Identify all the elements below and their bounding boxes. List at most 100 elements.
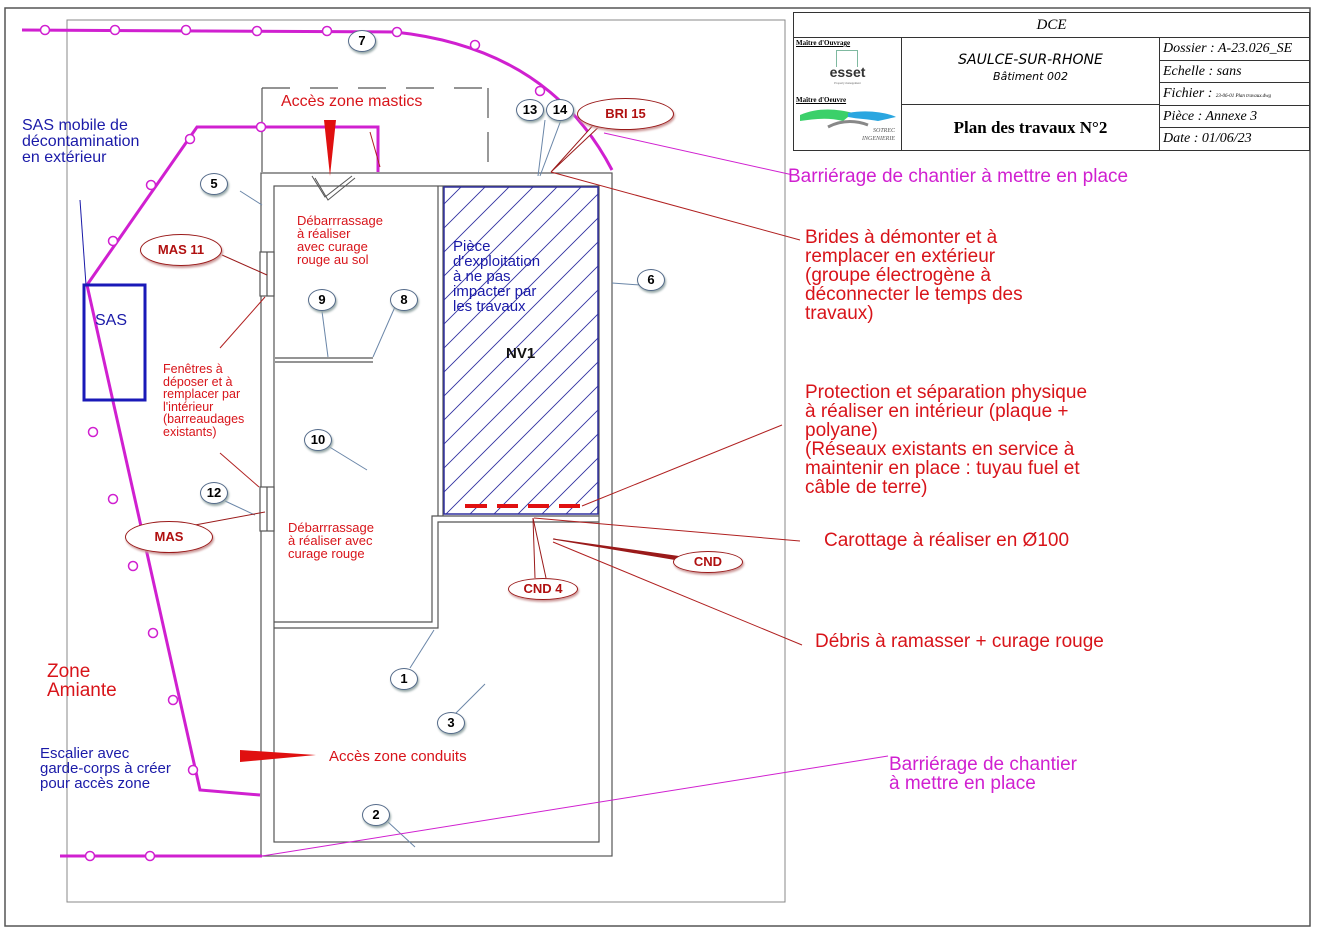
sotrec-logo-icon	[800, 109, 896, 129]
esset-tagline: Property management	[834, 81, 861, 85]
hatch-line	[517, 433, 598, 514]
barrier-post	[187, 764, 199, 776]
debarras-label-2: Débarrrassage à réaliser avec curage rou…	[288, 520, 374, 561]
maitre-oeuvre-label: Maître d'Oeuvre	[796, 96, 847, 104]
fenetres-label: Fenêtres à déposer et à remplacer par l'…	[163, 362, 245, 439]
hatch-line	[444, 337, 598, 493]
barrier-post	[391, 26, 403, 38]
project-block: SAULCE-SUR-RHONE Bâtiment 002	[902, 38, 1159, 105]
sample-marker-cnd[interactable]: CND	[673, 551, 743, 573]
photo-marker-12[interactable]: 12	[200, 482, 228, 504]
brides-label: Brides à démonter et à remplacer en exté…	[805, 227, 1023, 324]
barrier-post	[107, 493, 119, 505]
hatch-line	[493, 409, 598, 514]
barrier-post	[84, 850, 96, 862]
hatch-line	[444, 187, 534, 277]
echelle-field: Echelle : sans	[1160, 61, 1309, 84]
piece-field: Pièce : Annexe 3	[1160, 106, 1309, 129]
nv1-label: NV1	[506, 345, 536, 362]
leader-lines	[79, 119, 889, 857]
door-symbol	[311, 175, 356, 201]
piece-exploitation-label: Pièce d'exploitation à ne pas impacter p…	[453, 238, 541, 315]
sotrec-line2: INGENIERIE	[862, 136, 895, 142]
carottage-label: Carottage à réaliser en Ø100	[824, 530, 1070, 551]
barrierage-label-top: Barriérage de chantier à mettre en place	[788, 166, 1129, 187]
sotrec-line1: SOTREC	[872, 128, 895, 134]
barrier-post	[107, 235, 119, 247]
barrier-post	[39, 24, 51, 36]
barrier-post	[167, 694, 179, 706]
photo-marker-9[interactable]: 9	[308, 289, 336, 311]
barrier-post	[321, 25, 333, 37]
sheet-frame	[4, 7, 1311, 927]
hatch-line	[444, 187, 510, 253]
barrier-post	[145, 179, 157, 191]
hatched-room-border	[443, 186, 599, 515]
debris-label: Débris à ramasser + curage rouge	[815, 631, 1104, 652]
barrier-post	[127, 560, 139, 572]
protection-label: Protection et séparation physique à réal…	[805, 382, 1088, 498]
hatch-line	[444, 289, 598, 445]
photo-marker-2[interactable]: 2	[362, 804, 390, 826]
access-arrow-mastics	[324, 120, 336, 176]
barrier-post	[251, 25, 263, 37]
barrier-post	[87, 426, 99, 438]
hatch-line	[444, 241, 598, 397]
barrier-post	[147, 627, 159, 639]
debarras-label-1: Débarrrassage à réaliser avec curage rou…	[297, 213, 383, 267]
title-block: DCE Maître d'Ouvrage esset Property mana…	[793, 12, 1310, 151]
sample-marker-mas11[interactable]: MAS 11	[140, 234, 222, 266]
photo-marker-3[interactable]: 3	[437, 712, 465, 734]
fichier-label: Fichier :	[1163, 86, 1216, 102]
site-name: SAULCE-SUR-RHONE	[958, 52, 1103, 68]
hatch-line	[444, 217, 598, 373]
access-arrow-conduits	[240, 750, 316, 762]
sas-mobile-label: SAS mobile de décontamination en extérie…	[22, 117, 140, 166]
date-field: Date : 01/06/23	[1163, 131, 1252, 147]
maitre-ouvrage-label: Maître d'Ouvrage	[796, 39, 851, 47]
hatch-line	[444, 265, 598, 421]
hatch-line	[445, 361, 598, 514]
photo-marker-5[interactable]: 5	[200, 173, 228, 195]
barrierage-label-bottom: Barriérage de chantier à mettre en place	[889, 754, 1077, 794]
fichier-value: 23-06-01 Plan travaux.dwg	[1215, 94, 1272, 100]
barrier-post	[144, 850, 156, 862]
sas-box	[82, 283, 147, 402]
hatch-line	[444, 193, 598, 349]
hatch-line	[469, 385, 598, 514]
sample-marker-cnd4[interactable]: CND 4	[508, 578, 578, 600]
title-block-logos: Maître d'Ouvrage esset Property manageme…	[794, 38, 902, 150]
photo-marker-13[interactable]: 13	[516, 99, 544, 121]
photo-marker-8[interactable]: 8	[390, 289, 418, 311]
barrier-post	[109, 24, 121, 36]
photo-marker-6[interactable]: 6	[637, 269, 665, 291]
fichier-field: Fichier : 23-06-01 Plan travaux.dwg	[1160, 83, 1309, 106]
hatch-line	[541, 457, 598, 514]
title-block-phase: DCE	[794, 13, 1309, 38]
hatch-line	[444, 187, 558, 301]
sas-label: SAS	[95, 312, 128, 329]
photo-marker-1[interactable]: 1	[390, 668, 418, 690]
barrier-post	[469, 39, 481, 51]
plan-title: Plan des travaux N°2	[953, 118, 1108, 137]
acces-conduits-label: Accès zone conduits	[329, 748, 467, 765]
sample-marker-mas[interactable]: MAS	[125, 521, 213, 553]
hatched-room	[444, 187, 598, 514]
esset-logo: esset	[829, 64, 866, 80]
photo-marker-7[interactable]: 7	[348, 30, 376, 52]
esset-logo-icon	[836, 50, 858, 67]
acces-mastics-label: Accès zone mastics	[281, 93, 423, 110]
barrier-post	[180, 24, 192, 36]
dossier-field: Dossier : A-23.026_SE	[1160, 38, 1309, 61]
zone-amiante-label: Zone Amiante	[47, 661, 117, 701]
barrier-post	[255, 121, 267, 133]
title-block-center: SAULCE-SUR-RHONE Bâtiment 002 Plan des t…	[902, 38, 1160, 150]
hatch-line	[444, 187, 582, 325]
sample-marker-bri15[interactable]: BRI 15	[577, 98, 674, 130]
photo-marker-14[interactable]: 14	[546, 99, 574, 121]
photo-marker-10[interactable]: 10	[304, 429, 332, 451]
escalier-label: Escalier avec garde-corps à créer pour a…	[40, 745, 171, 792]
barrier-posts	[39, 24, 546, 862]
hatch-line	[444, 313, 598, 469]
